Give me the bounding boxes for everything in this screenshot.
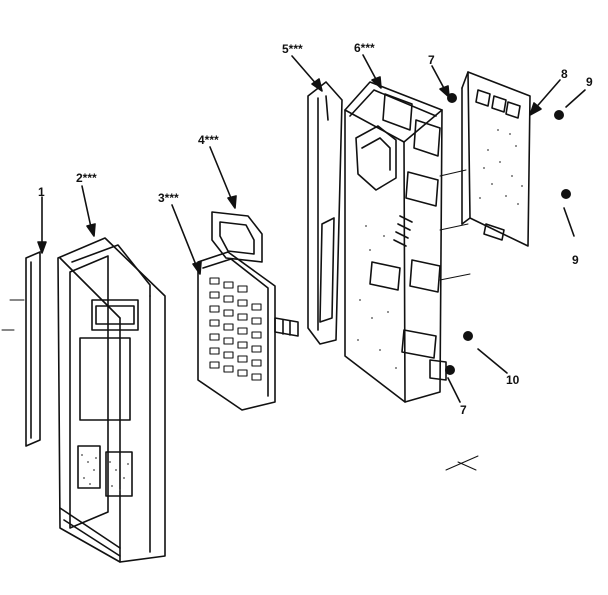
part-4-display-window <box>211 211 263 263</box>
part-2-control-panel-frame <box>57 237 166 563</box>
callout-label-9-top: 9 <box>586 75 593 89</box>
part-3-keys <box>209 277 262 381</box>
callout-label-6: 6*** <box>354 41 375 55</box>
assembly-guide-lines <box>439 169 479 471</box>
part-8-stipple <box>479 129 523 205</box>
screws <box>445 93 571 375</box>
callout-label-10: 10 <box>506 373 520 387</box>
leader-lines <box>37 54 586 403</box>
callout-label-8: 8 <box>561 67 568 81</box>
callout-label-4: 4*** <box>198 133 219 147</box>
part-6-stipple <box>357 225 397 369</box>
part-1-trim-strip <box>1 251 41 447</box>
part-8-relay-board <box>461 71 531 247</box>
part-6-circuit-chassis <box>344 81 447 403</box>
callout-label-9-bottom: 9 <box>572 253 579 267</box>
callout-label-2: 2*** <box>76 171 97 185</box>
callout-label-3: 3*** <box>158 191 179 205</box>
part-5-side-strip <box>307 81 343 345</box>
callout-label-7-top: 7 <box>428 53 435 67</box>
callout-label-7-bottom: 7 <box>460 403 467 417</box>
callout-label-1: 1 <box>38 185 45 199</box>
part-3-keypad-membrane <box>197 251 299 411</box>
part-2-stipple <box>81 454 129 491</box>
callout-label-5: 5*** <box>282 42 303 56</box>
